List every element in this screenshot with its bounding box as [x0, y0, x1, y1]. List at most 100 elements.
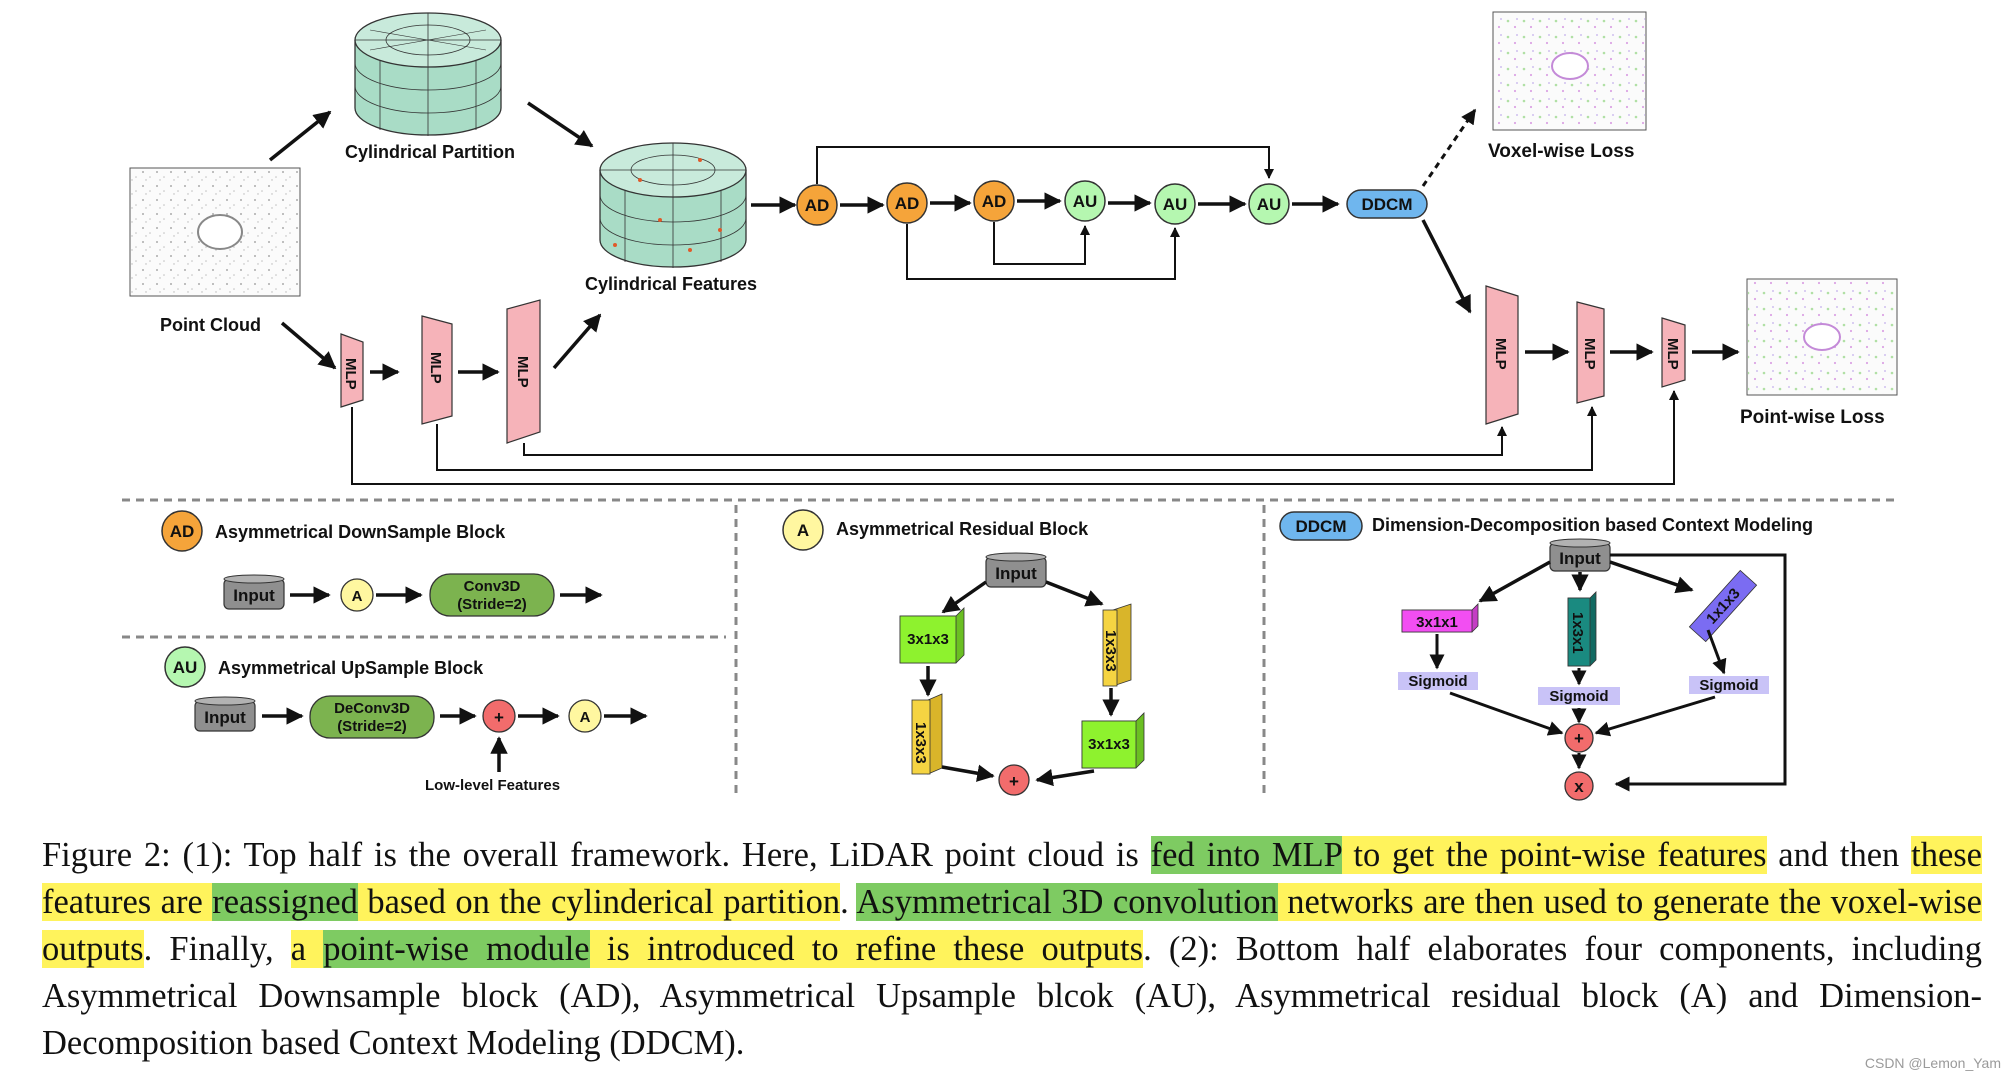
mlp-label-1: MLP — [342, 358, 359, 390]
ddcm-sigmoid-1: Sigmoid — [1398, 672, 1478, 690]
au-deconv3d-block: DeConv3D (Stride=2) — [309, 695, 435, 739]
svg-text:(Stride=2): (Stride=2) — [457, 596, 527, 613]
ad-input-block: Input — [223, 574, 285, 610]
ddcm-sigmoid-3: Sigmoid — [1689, 676, 1769, 694]
legend-ddcm-title: Dimension-Decomposition based Context Mo… — [1372, 515, 1813, 535]
mlp-block-4: MLP — [1485, 285, 1519, 425]
caption-segment: reassigned — [212, 883, 358, 921]
svg-text:A: A — [580, 709, 591, 726]
svg-text:Input: Input — [995, 564, 1037, 583]
svg-text:A: A — [352, 588, 363, 605]
voxel-loss-label: Voxel-wise Loss — [1488, 141, 1634, 162]
caption-segment: based on the cylinderical partition — [357, 883, 841, 921]
point-loss-image — [1746, 278, 1898, 396]
svg-text:AU: AU — [173, 658, 198, 677]
legend-a-icon: A — [782, 509, 824, 551]
mlp-label-6: MLP — [1664, 338, 1681, 370]
au-node-1: AU — [1064, 180, 1106, 222]
ad-node-2: AD — [886, 182, 928, 224]
svg-text:Input: Input — [233, 586, 275, 605]
ddcm-kernel-3x1x1: 3x1x1 — [1401, 603, 1479, 633]
residual-kernel-1x3x3-top: 1x3x3 — [1102, 603, 1132, 687]
svg-text:Sigmoid: Sigmoid — [1699, 677, 1758, 694]
au-plus-node: + — [482, 699, 516, 733]
residual-input-block: Input — [985, 552, 1047, 588]
svg-text:A: A — [797, 521, 809, 540]
mlp-label-2: MLP — [427, 352, 444, 384]
svg-text:DDCM: DDCM — [1296, 517, 1347, 536]
caption-segment: . Finally, — [143, 930, 291, 968]
svg-text:(Stride=2): (Stride=2) — [337, 718, 407, 735]
svg-text:Conv3D: Conv3D — [464, 578, 521, 595]
svg-text:3x1x3: 3x1x3 — [907, 631, 949, 648]
mlp-block-3: MLP — [506, 299, 541, 444]
svg-text:AU: AU — [1073, 192, 1098, 211]
mlp-label-3: MLP — [514, 356, 531, 388]
svg-text:+: + — [494, 708, 504, 727]
legend-a-title: Asymmetrical Residual Block — [836, 519, 1089, 539]
cylindrical-features-cylinder — [599, 142, 747, 268]
legend-au-icon: AU — [164, 646, 206, 688]
svg-text:AD: AD — [982, 192, 1007, 211]
caption-segment: is introduced to refine these outputs — [589, 930, 1144, 968]
svg-text:Sigmoid: Sigmoid — [1408, 673, 1467, 690]
mlp-label-5: MLP — [1581, 338, 1598, 370]
point-cloud-label: Point Cloud — [160, 315, 261, 335]
figure-caption: Figure 2: (1): Top half is the overall f… — [42, 832, 1982, 1067]
ddcm-input-block: Input — [1549, 538, 1611, 572]
mlp-block-5: MLP — [1576, 301, 1605, 404]
residual-kernel-1x3x3-bottom: 1x3x3 — [911, 693, 943, 775]
residual-kernel-3x1x3-top: 3x1x3 — [899, 607, 965, 664]
svg-text:DDCM: DDCM — [1362, 195, 1413, 214]
voxel-loss-image — [1492, 11, 1647, 131]
svg-text:Input: Input — [1559, 549, 1601, 568]
ddcm-times-node: x — [1564, 771, 1594, 801]
au-node-2: AU — [1154, 183, 1196, 225]
svg-text:Input: Input — [204, 708, 246, 727]
point-cloud-image — [129, 167, 301, 297]
caption-segment: to get the point-wise features — [1341, 836, 1767, 874]
ad-node-3: AD — [973, 180, 1015, 222]
mlp-block-2: MLP — [421, 315, 453, 425]
point-loss-label: Point-wise Loss — [1740, 407, 1885, 428]
cylindrical-partition-cylinder — [354, 12, 502, 136]
legend-au-title: Asymmetrical UpSample Block — [218, 658, 484, 678]
ddcm-node: DDCM — [1346, 189, 1428, 219]
au-a-node: A — [568, 699, 602, 733]
svg-text:x: x — [1574, 777, 1584, 796]
svg-text:1x3x3: 1x3x3 — [912, 722, 929, 764]
svg-text:+: + — [1574, 729, 1584, 748]
svg-text:AU: AU — [1163, 195, 1188, 214]
caption-segment: . (2): Bottom half elaborates four compo… — [42, 930, 1982, 1062]
au-input-block: Input — [194, 696, 256, 732]
legend-ddcm-icon: DDCM — [1279, 511, 1363, 541]
legend-ad-icon: AD — [161, 510, 203, 552]
ddcm-sigmoid-2: Sigmoid — [1538, 687, 1620, 705]
low-level-features-label: Low-level Features — [425, 777, 560, 794]
caption-segment: . — [840, 883, 857, 921]
mlp-label-4: MLP — [1492, 338, 1509, 370]
mlp-block-6: MLP — [1661, 317, 1686, 388]
residual-kernel-3x1x3-bottom: 3x1x3 — [1081, 712, 1145, 769]
au-node-3: AU — [1248, 183, 1290, 225]
mlp-block-1: MLP — [340, 333, 364, 408]
svg-text:AD: AD — [170, 522, 195, 541]
framework-diagram: Point Cloud Cylindrical Partition Cylind… — [122, 11, 1898, 801]
svg-text:AD: AD — [805, 196, 830, 215]
ddcm-kernel-1x3x1: 1x3x1 — [1567, 591, 1597, 667]
residual-plus-node: + — [998, 764, 1030, 796]
svg-text:1x3x1: 1x3x1 — [1569, 612, 1586, 654]
cylindrical-partition-label: Cylindrical Partition — [345, 142, 515, 162]
cylindrical-features-label: Cylindrical Features — [585, 274, 757, 294]
ad-node-1: AD — [796, 184, 838, 226]
svg-text:+: + — [1009, 772, 1019, 791]
ad-conv3d-block: Conv3D (Stride=2) — [429, 573, 555, 617]
caption-segment: Figure 2: (1): Top half is the overall f… — [42, 836, 1151, 874]
svg-text:DeConv3D: DeConv3D — [334, 700, 410, 717]
caption-segment: fed into MLP — [1150, 836, 1342, 874]
legend-ad-title: Asymmetrical DownSample Block — [215, 522, 506, 542]
svg-text:AU: AU — [1257, 195, 1282, 214]
svg-text:1x3x3: 1x3x3 — [1102, 630, 1119, 672]
caption-segment: and then — [1766, 836, 1912, 874]
ddcm-plus-node: + — [1564, 723, 1594, 753]
